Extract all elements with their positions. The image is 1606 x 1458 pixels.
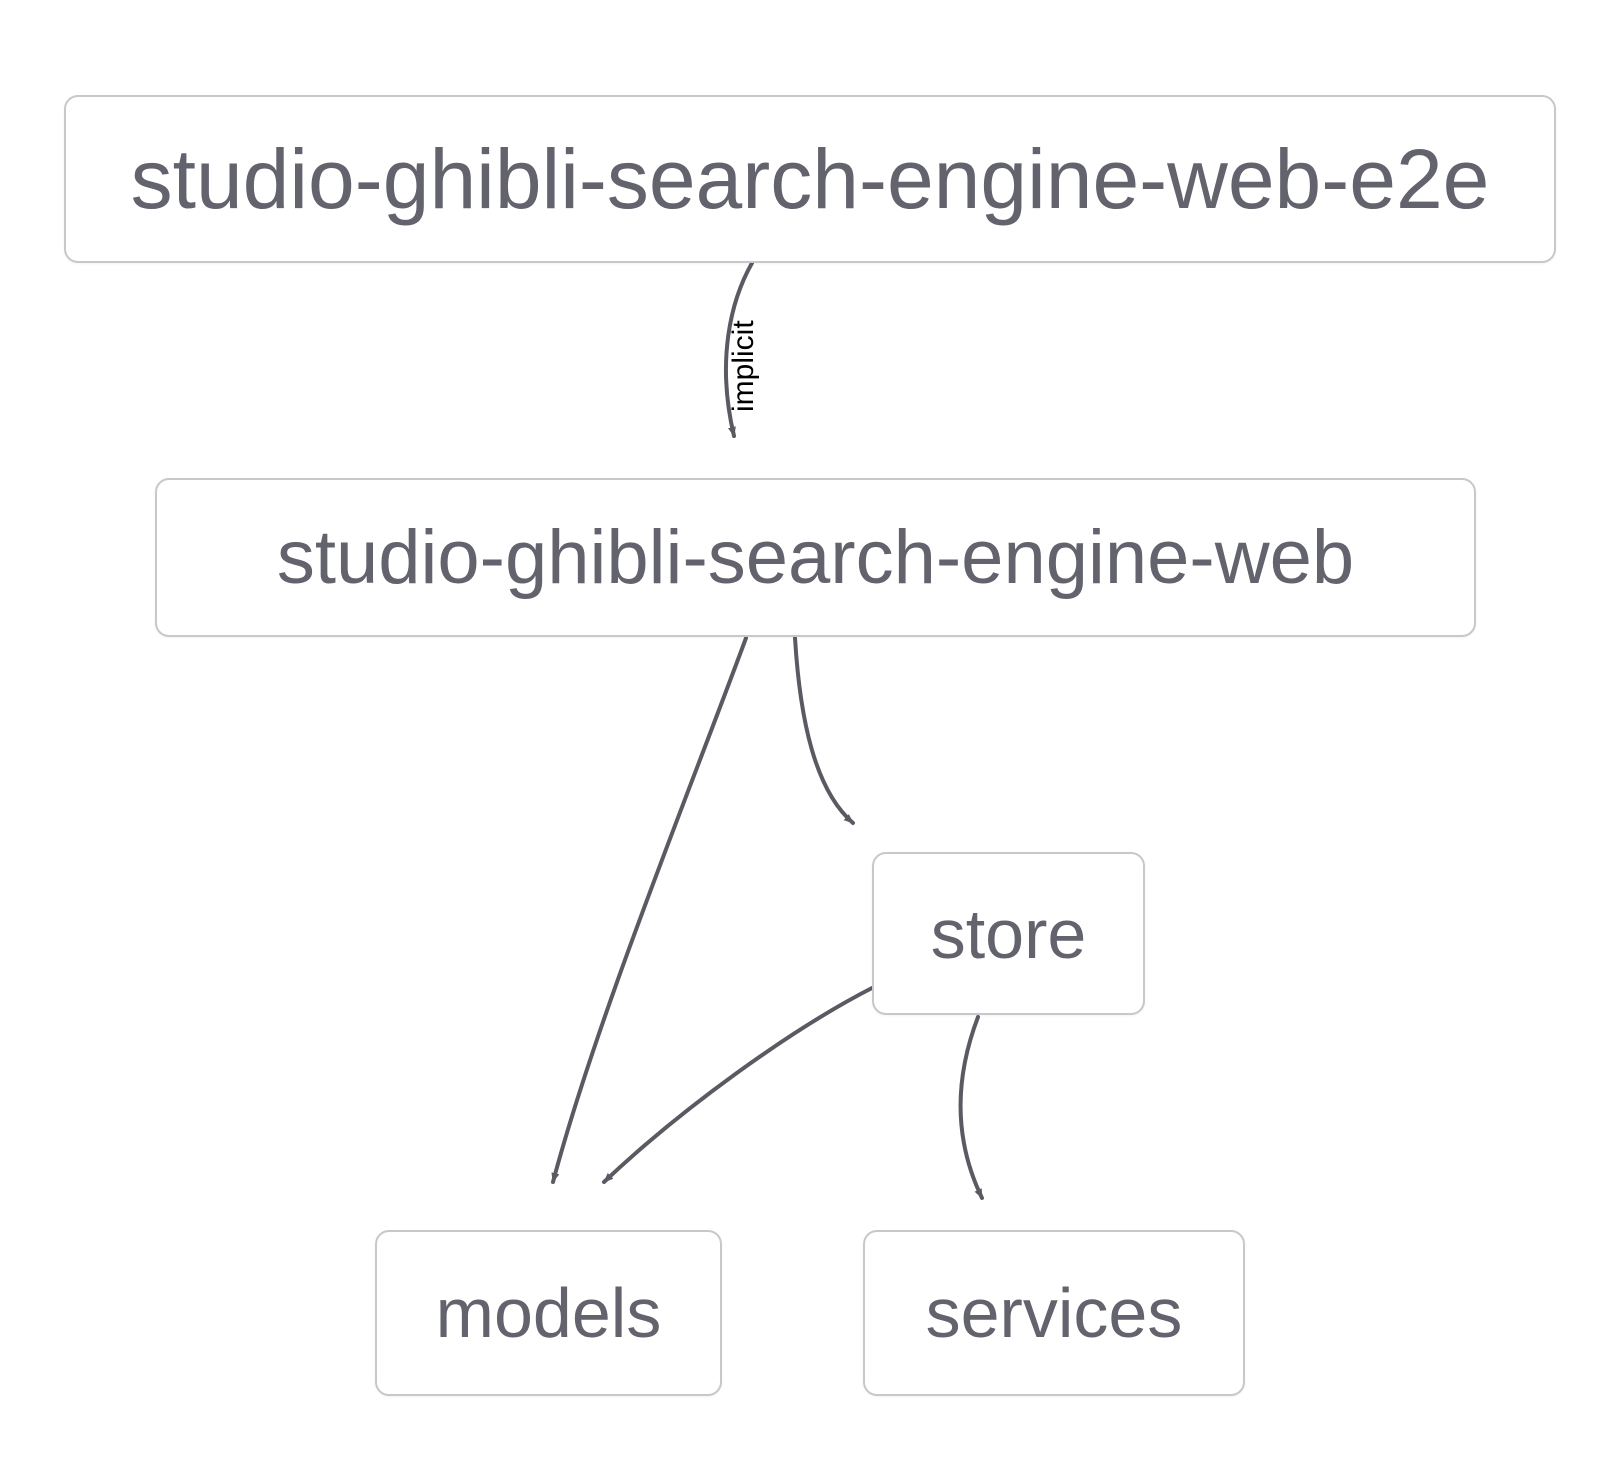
node-studio-ghibli-search-engine-web[interactable]: studio-ghibli-search-engine-web — [155, 478, 1476, 637]
node-label: services — [925, 1274, 1183, 1352]
edge-label-implicit: implicit — [727, 320, 760, 412]
node-services[interactable]: services — [863, 1230, 1245, 1396]
node-label: store — [930, 894, 1087, 973]
node-store[interactable]: store — [872, 852, 1145, 1015]
edge-web-to-store — [793, 636, 855, 825]
node-label: studio-ghibli-search-engine-web-e2e — [130, 132, 1490, 226]
edge-store-to-models — [602, 986, 874, 1184]
node-label: models — [435, 1274, 662, 1352]
edge-web-to-models — [551, 636, 748, 1184]
node-models[interactable]: models — [375, 1230, 722, 1396]
node-label: studio-ghibli-search-engine-web — [276, 514, 1355, 600]
node-studio-ghibli-search-engine-web-e2e[interactable]: studio-ghibli-search-engine-web-e2e — [64, 95, 1556, 263]
edge-store-to-services — [958, 1015, 984, 1200]
